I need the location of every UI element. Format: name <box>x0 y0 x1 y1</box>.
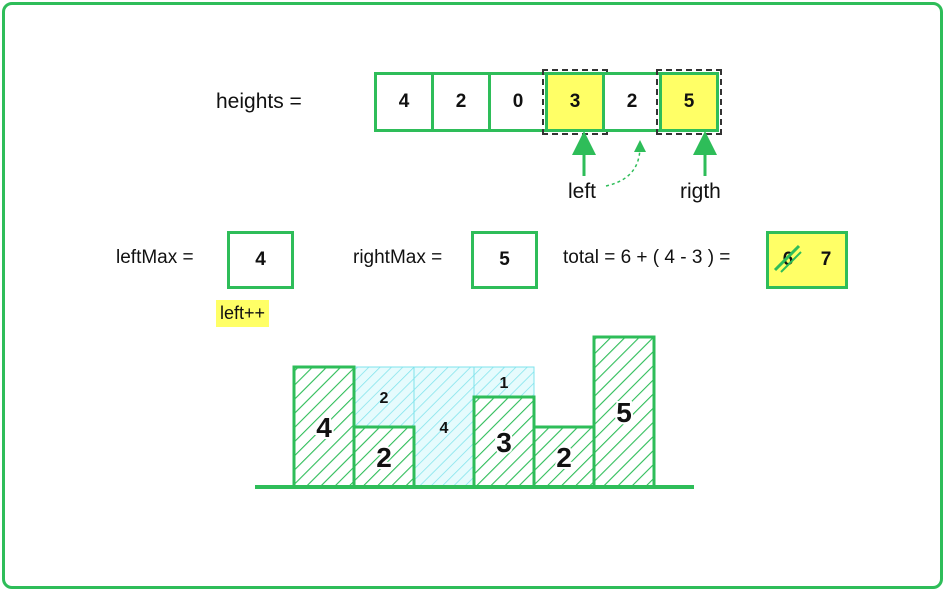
elevation-bar-0 <box>292 365 356 489</box>
elevation-bar-4 <box>532 425 596 489</box>
water-block-3 <box>473 366 535 398</box>
array-cell-0: 4 <box>374 72 434 132</box>
total-label: total = 6 + ( 4 - 3 ) = <box>563 247 731 268</box>
right-pointer-label: rigth <box>680 180 721 203</box>
array-cell-2: 0 <box>488 72 548 132</box>
water-label-2: 4 <box>440 420 449 437</box>
heights-label: heights = <box>216 90 302 113</box>
elevation-bar-5 <box>592 335 656 489</box>
step-badge: left++ <box>216 300 270 327</box>
heights-array: 4 2 0 3 2 5 <box>374 69 722 135</box>
strike-through-icon <box>773 244 802 273</box>
bar-label-3: 3 <box>496 427 512 458</box>
water-label-3: 1 <box>500 375 509 392</box>
total-value-box: 6 7 <box>766 231 848 289</box>
total-old-value: 6 <box>773 244 802 273</box>
elevation-bar-1 <box>352 425 416 489</box>
water-label-1: 2 <box>380 390 389 407</box>
total-new-value: 7 <box>820 249 832 270</box>
left-move-dashed-arrow <box>605 140 646 187</box>
bar-label-4: 2 <box>556 442 572 473</box>
bar-label-5: 5 <box>616 397 632 428</box>
rightmax-label: rightMax = <box>353 247 443 268</box>
bar-label-1: 2 <box>376 442 392 473</box>
leftmax-value: 4 <box>227 231 294 289</box>
water-block-2 <box>413 366 475 488</box>
rightmax-value: 5 <box>471 231 538 289</box>
left-pointer-label: left <box>568 180 597 203</box>
water-block-1 <box>353 366 415 428</box>
diagram-frame <box>2 2 943 589</box>
bar-label-0: 4 <box>316 412 332 443</box>
leftmax-label: leftMax = <box>116 247 194 268</box>
